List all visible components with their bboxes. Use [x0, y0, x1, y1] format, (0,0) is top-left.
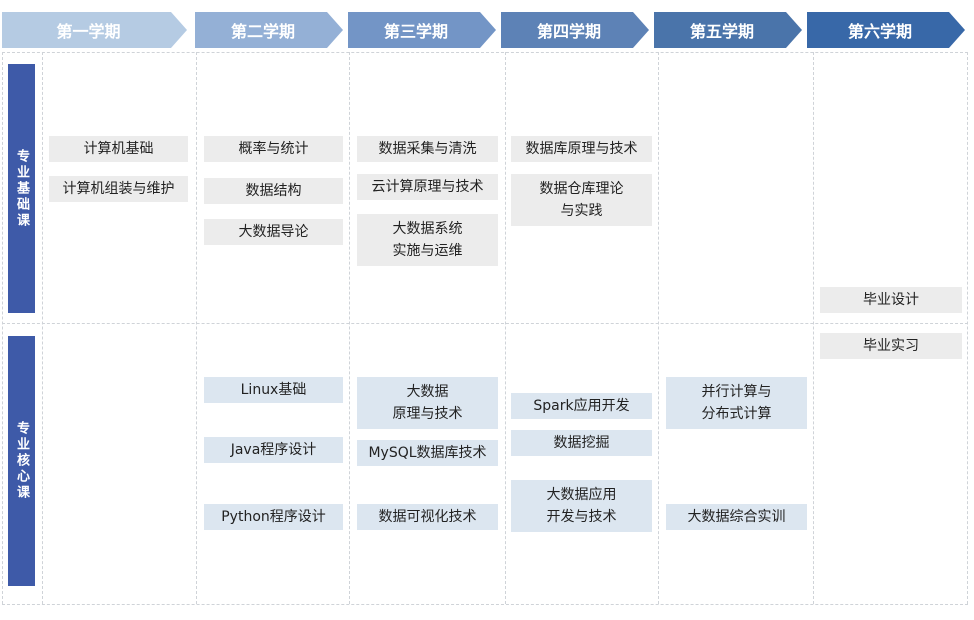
course-box: Linux基础 — [204, 377, 343, 403]
course-box: Python程序设计 — [204, 504, 343, 530]
semester-header-6: 第六学期 — [807, 12, 965, 48]
course-box: 并行计算与 分布式计算 — [666, 377, 807, 429]
course-box: 大数据系统 实施与运维 — [357, 214, 498, 266]
semester-header-3: 第三学期 — [348, 12, 496, 48]
course-box: 数据采集与清洗 — [357, 136, 498, 162]
course-box: 数据库原理与技术 — [511, 136, 652, 162]
grid-divider — [813, 52, 814, 604]
course-box: 概率与统计 — [204, 136, 343, 162]
grid-divider — [2, 52, 3, 604]
grid-divider — [2, 604, 968, 605]
semester-header-2: 第二学期 — [195, 12, 343, 48]
grid-divider — [505, 52, 506, 604]
course-box: 数据结构 — [204, 178, 343, 204]
course-box: MySQL数据库技术 — [357, 440, 498, 466]
grid-divider — [967, 52, 968, 604]
course-box: 毕业实习 — [820, 333, 962, 359]
course-box: 计算机基础 — [49, 136, 188, 162]
course-box: 数据可视化技术 — [357, 504, 498, 530]
grid-divider — [658, 52, 659, 604]
course-box: Java程序设计 — [204, 437, 343, 463]
course-box: 大数据导论 — [204, 219, 343, 245]
course-box: 云计算原理与技术 — [357, 174, 498, 200]
grid-divider — [2, 52, 968, 53]
category-core-label: 专业核心课 — [14, 421, 29, 501]
semester-header-1: 第一学期 — [2, 12, 187, 48]
grid-divider — [196, 52, 197, 604]
course-box: 数据仓库理论 与实践 — [511, 174, 652, 226]
course-box: 数据挖掘 — [511, 430, 652, 456]
course-box: 大数据 原理与技术 — [357, 377, 498, 429]
grid-divider — [42, 52, 43, 604]
course-box: Spark应用开发 — [511, 393, 652, 419]
category-basic-courses: 专业基础课 — [8, 64, 35, 313]
semester-header-4: 第四学期 — [501, 12, 649, 48]
grid-divider — [2, 323, 968, 324]
course-box: 大数据综合实训 — [666, 504, 807, 530]
course-box: 毕业设计 — [820, 287, 962, 313]
semester-header-5: 第五学期 — [654, 12, 802, 48]
category-core-courses: 专业核心课 — [8, 336, 35, 586]
course-box: 计算机组装与维护 — [49, 176, 188, 202]
grid-divider — [349, 52, 350, 604]
course-box: 大数据应用 开发与技术 — [511, 480, 652, 532]
category-basic-label: 专业基础课 — [14, 148, 29, 229]
